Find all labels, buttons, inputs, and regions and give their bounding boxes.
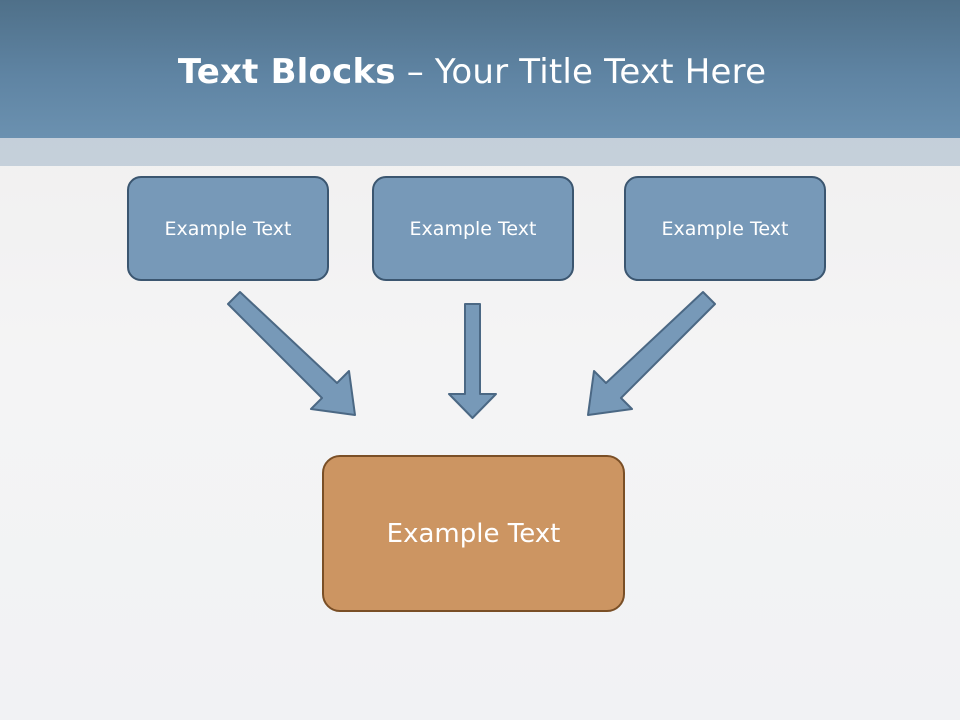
bottom-box: Example Text <box>322 455 625 612</box>
slide-title: Text Blocks – Your Title Text Here <box>0 52 944 92</box>
arrow-middle <box>448 303 497 419</box>
title-bar: Text Blocks – Your Title Text Here <box>0 0 960 138</box>
title-bold: Text Blocks <box>177 52 396 92</box>
arrow-right <box>587 291 716 416</box>
title-divider-strip <box>0 138 960 166</box>
top-box-right: Example Text <box>624 176 826 281</box>
top-box-middle: Example Text <box>372 176 574 281</box>
arrow-left <box>227 291 356 416</box>
title-rest: – Your Title Text Here <box>395 52 767 92</box>
top-box-left: Example Text <box>127 176 329 281</box>
